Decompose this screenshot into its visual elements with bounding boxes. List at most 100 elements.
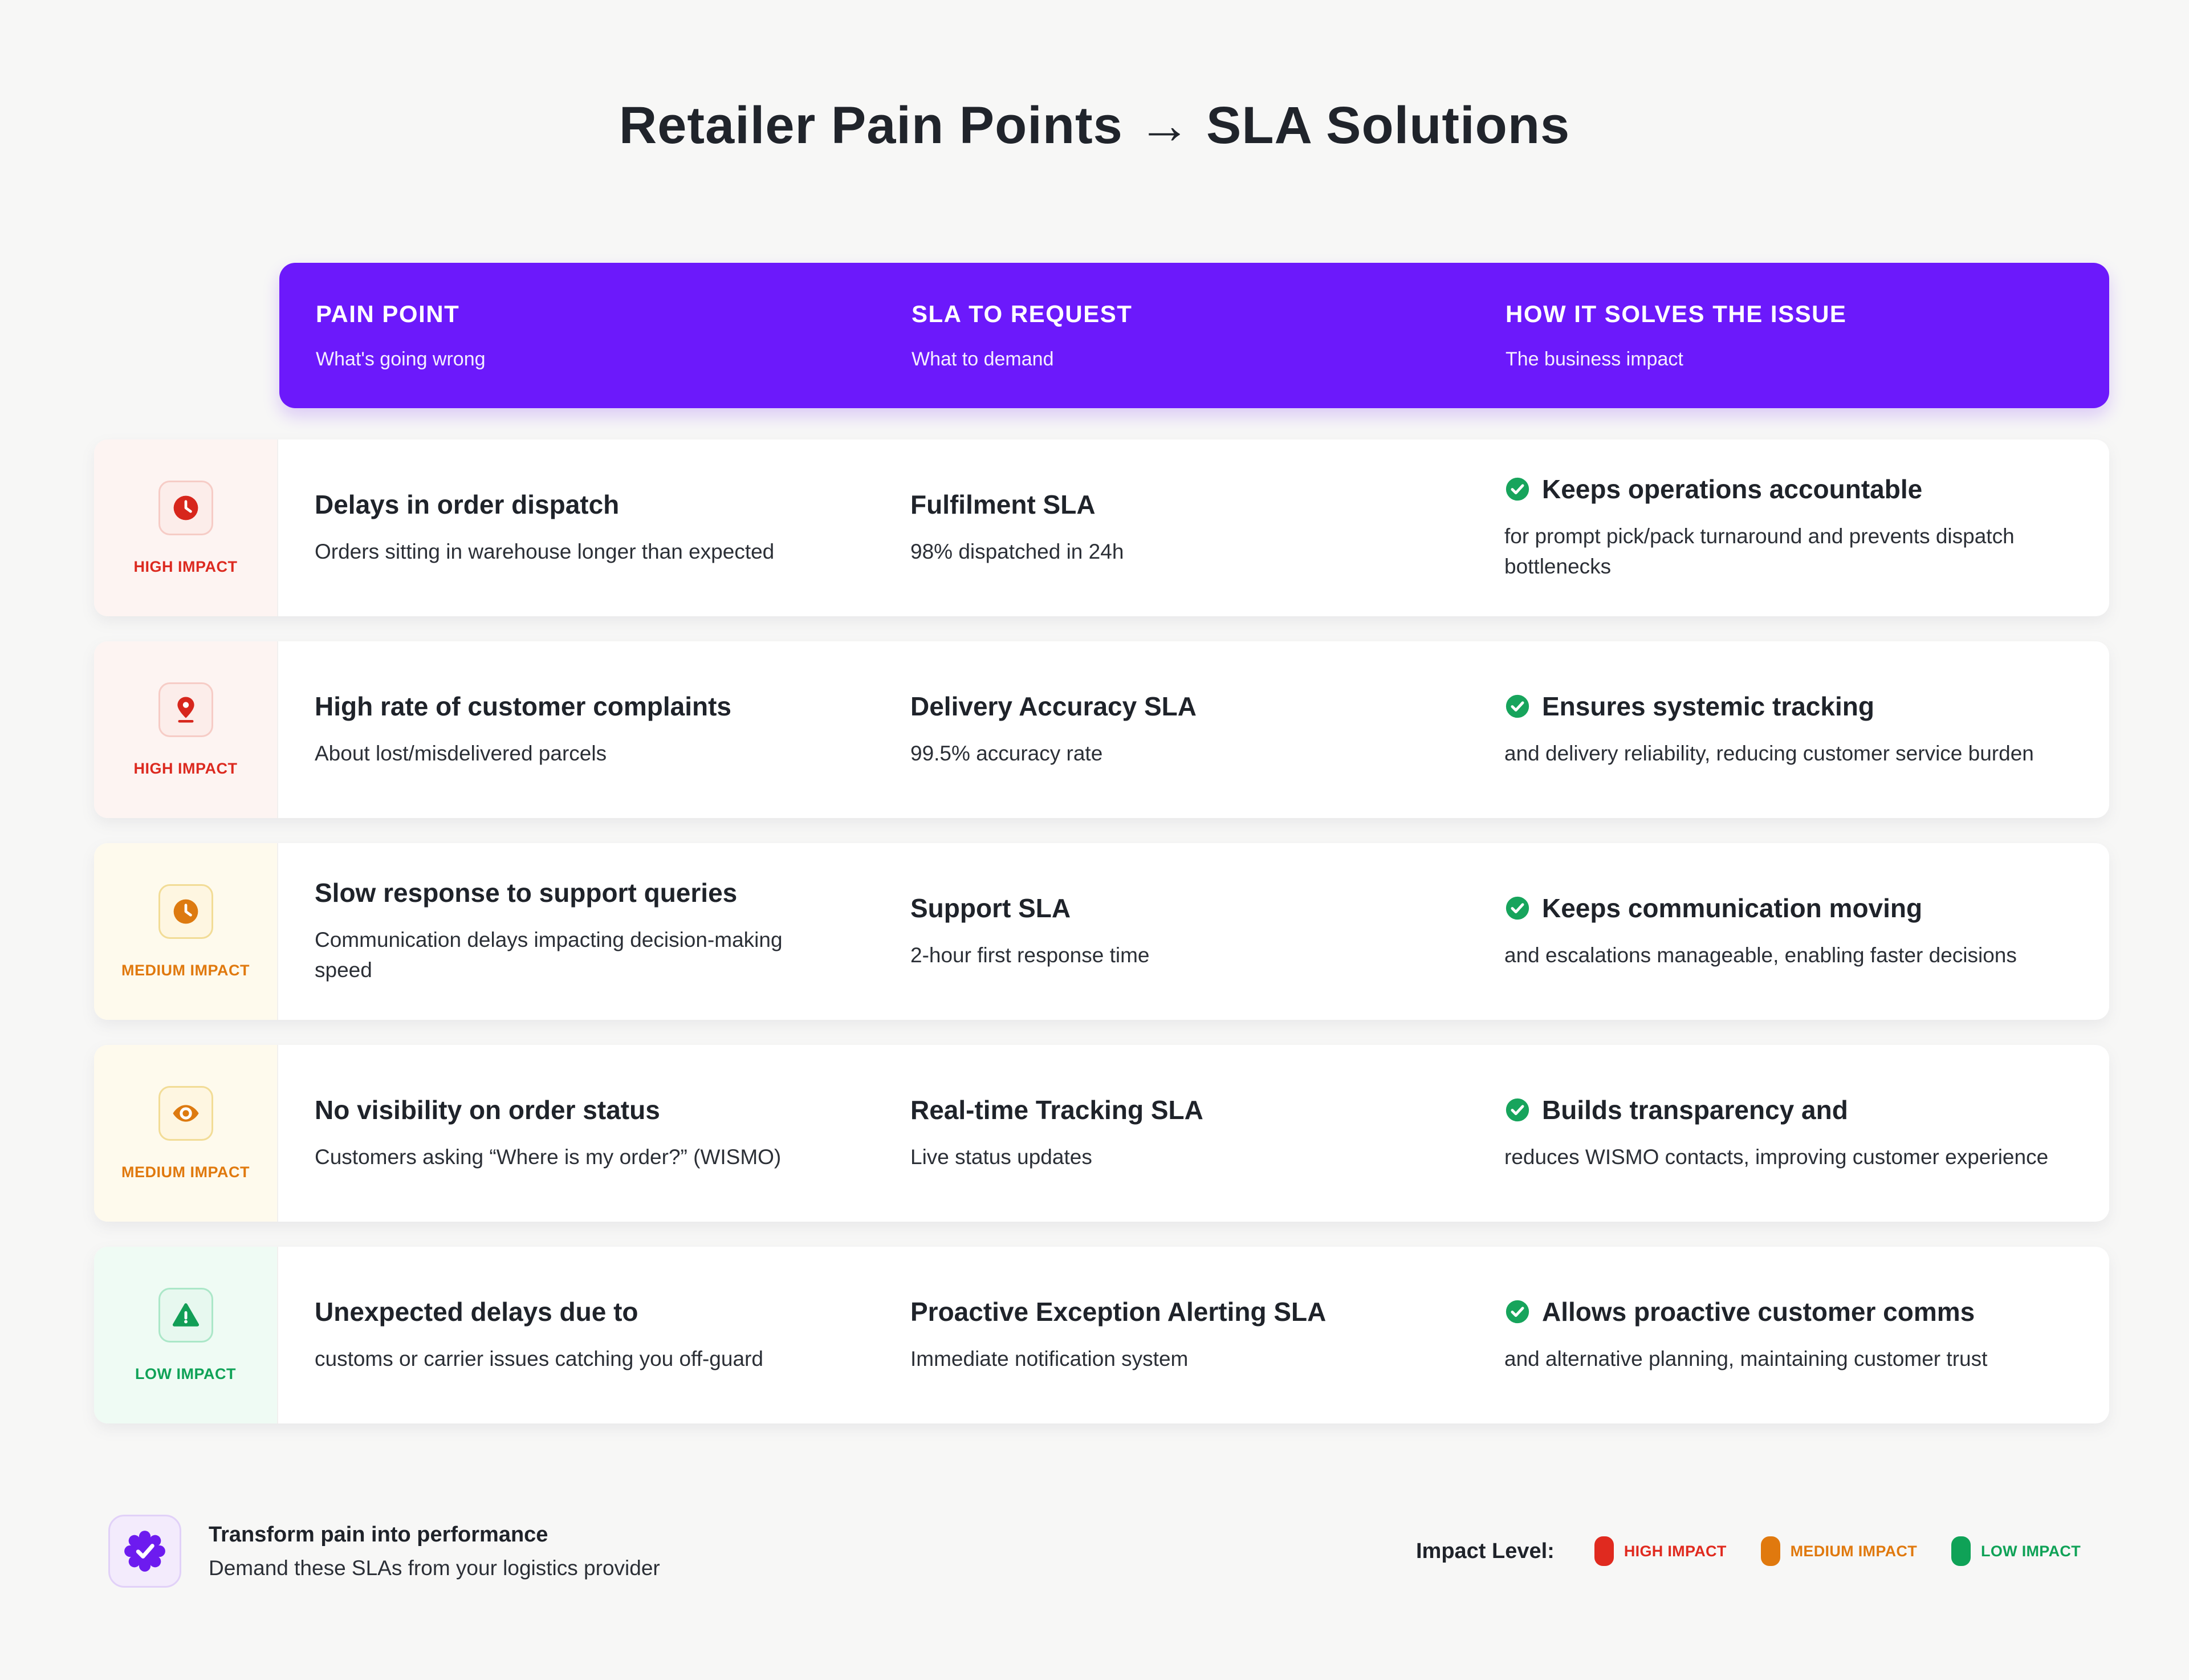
footer-callout: Transform pain into performance Demand t… bbox=[108, 1515, 660, 1588]
pain-title: Unexpected delays due to bbox=[315, 1296, 638, 1327]
solution-title: Allows proactive customer comms bbox=[1542, 1296, 1975, 1327]
clock-icon bbox=[170, 896, 201, 927]
pain-point-cell: No visibility on order status Customers … bbox=[278, 1045, 874, 1222]
page-title: Retailer Pain Points → SLA Solutions bbox=[619, 96, 1570, 154]
legend-item-label: LOW IMPACT bbox=[1981, 1542, 2081, 1560]
impact-label: HIGH IMPACT bbox=[133, 558, 238, 575]
legend-swatch-low bbox=[1951, 1536, 1971, 1566]
legend-item-label: HIGH IMPACT bbox=[1624, 1542, 1727, 1560]
solution-cell: Ensures systemic tracking and delivery r… bbox=[1468, 641, 2109, 818]
sla-title: Support SLA bbox=[910, 893, 1071, 923]
impact-legend: Impact Level: HIGH IMPACT MEDIUM IMPACT … bbox=[1416, 1536, 2081, 1566]
sla-desc: 98% dispatched in 24h bbox=[910, 539, 1124, 563]
sla-cell: Delivery Accuracy SLA 99.5% accuracy rat… bbox=[874, 641, 1468, 818]
solution-cell: Keeps operations accountable for prompt … bbox=[1468, 440, 2109, 616]
pain-point-cell: Delays in order dispatch Orders sitting … bbox=[278, 440, 874, 616]
pain-desc: Communication delays impacting decision-… bbox=[315, 928, 783, 982]
sla-desc: Immediate notification system bbox=[910, 1347, 1189, 1370]
sla-desc: Live status updates bbox=[910, 1145, 1092, 1169]
check-circle-icon bbox=[1504, 895, 1531, 921]
footer-subtitle: Demand these SLAs from your logistics pr… bbox=[209, 1556, 660, 1580]
check-circle-icon bbox=[1504, 1097, 1531, 1123]
legend-item-high: HIGH IMPACT bbox=[1594, 1536, 1727, 1566]
impact-badge: LOW IMPACT bbox=[94, 1247, 278, 1423]
sla-cell: Fulfilment SLA 98% dispatched in 24h bbox=[874, 440, 1468, 616]
solution-desc: for prompt pick/pack turnaround and prev… bbox=[1504, 524, 2015, 578]
solution-desc: and delivery reliability, reducing custo… bbox=[1504, 741, 2034, 765]
check-circle-icon bbox=[1504, 693, 1531, 719]
solution-cell: Builds transparency and reduces WISMO co… bbox=[1468, 1045, 2109, 1222]
pain-desc: Orders sitting in warehouse longer than … bbox=[315, 539, 775, 563]
row-content: Delays in order dispatch Orders sitting … bbox=[278, 440, 2109, 616]
sla-title: Real-time Tracking SLA bbox=[910, 1095, 1203, 1125]
header-col-subtitle: The business impact bbox=[1506, 348, 1683, 370]
sla-title: Fulfilment SLA bbox=[910, 489, 1096, 519]
legend-item-medium: MEDIUM IMPACT bbox=[1760, 1536, 1918, 1566]
pain-title: High rate of customer complaints bbox=[315, 691, 732, 721]
header-col-title: PAIN POINT bbox=[316, 300, 460, 327]
impact-badge: HIGH IMPACT bbox=[94, 641, 278, 818]
footer-title: Transform pain into performance bbox=[209, 1522, 548, 1547]
pain-desc: About lost/misdelivered parcels bbox=[315, 741, 607, 765]
legend-item-label: MEDIUM IMPACT bbox=[1790, 1542, 1918, 1560]
rows-container: HIGH IMPACT Delays in order dispatch Ord… bbox=[94, 440, 2109, 1423]
header-col-pain-point: PAIN POINT What's going wrong bbox=[279, 300, 875, 371]
table-row: HIGH IMPACT High rate of customer compla… bbox=[94, 641, 2109, 818]
pain-title: Slow response to support queries bbox=[315, 878, 738, 908]
solution-cell: Keeps communication moving and escalatio… bbox=[1468, 843, 2109, 1020]
legend-swatch-medium bbox=[1760, 1536, 1780, 1566]
header-col-subtitle: What's going wrong bbox=[316, 348, 486, 370]
impact-icon-box bbox=[158, 480, 213, 535]
impact-icon-box bbox=[158, 1287, 213, 1343]
impact-icon-box bbox=[158, 682, 213, 737]
header-col-subtitle: What to demand bbox=[912, 348, 1054, 370]
table-row: HIGH IMPACT Delays in order dispatch Ord… bbox=[94, 440, 2109, 616]
impact-icon-box bbox=[158, 884, 213, 939]
eye-icon bbox=[170, 1098, 201, 1129]
warning-triangle-icon bbox=[170, 1300, 201, 1331]
check-circle-icon bbox=[1504, 1299, 1531, 1325]
table-row: MEDIUM IMPACT No visibility on order sta… bbox=[94, 1045, 2109, 1222]
solution-title: Keeps communication moving bbox=[1542, 893, 1923, 923]
solution-cell: Allows proactive customer comms and alte… bbox=[1468, 1247, 2109, 1423]
impact-label: MEDIUM IMPACT bbox=[121, 1163, 250, 1181]
solution-desc: and escalations manageable, enabling fas… bbox=[1504, 943, 2017, 967]
impact-label: LOW IMPACT bbox=[135, 1365, 236, 1382]
check-circle-icon bbox=[1504, 476, 1531, 502]
sla-title: Proactive Exception Alerting SLA bbox=[910, 1296, 1327, 1327]
table-header: PAIN POINT What's going wrong SLA TO REQ… bbox=[279, 263, 2109, 408]
pain-point-cell: Slow response to support queries Communi… bbox=[278, 843, 874, 1020]
header-col-sla-to-request: SLA TO REQUEST What to demand bbox=[875, 300, 1469, 371]
pain-title: Delays in order dispatch bbox=[315, 489, 620, 519]
impact-icon-box bbox=[158, 1085, 213, 1141]
sla-cell: Real-time Tracking SLA Live status updat… bbox=[874, 1045, 1468, 1222]
row-content: High rate of customer complaints About l… bbox=[278, 641, 2109, 818]
sla-title: Delivery Accuracy SLA bbox=[910, 691, 1197, 721]
clock-icon bbox=[170, 493, 201, 523]
table-row: LOW IMPACT Unexpected delays due to cust… bbox=[94, 1247, 2109, 1423]
header-col-title: HOW IT SOLVES THE ISSUE bbox=[1506, 300, 1847, 327]
impact-label: HIGH IMPACT bbox=[133, 759, 238, 777]
row-content: No visibility on order status Customers … bbox=[278, 1045, 2109, 1222]
solution-title: Ensures systemic tracking bbox=[1542, 691, 1874, 721]
table-row: MEDIUM IMPACT Slow response to support q… bbox=[94, 843, 2109, 1020]
pain-point-cell: High rate of customer complaints About l… bbox=[278, 641, 874, 818]
sla-desc: 2-hour first response time bbox=[910, 943, 1150, 967]
legend-item-low: LOW IMPACT bbox=[1951, 1536, 2081, 1566]
header-col-how-it-solves: HOW IT SOLVES THE ISSUE The business imp… bbox=[1469, 300, 2109, 371]
sla-desc: 99.5% accuracy rate bbox=[910, 741, 1103, 765]
seal-check-icon bbox=[123, 1529, 167, 1573]
map-pin-icon bbox=[170, 694, 201, 725]
pain-desc: customs or carrier issues catching you o… bbox=[315, 1347, 763, 1370]
sla-cell: Support SLA 2-hour first response time bbox=[874, 843, 1468, 1020]
legend-swatch-high bbox=[1594, 1536, 1614, 1566]
impact-label: MEDIUM IMPACT bbox=[121, 961, 250, 979]
pain-title: No visibility on order status bbox=[315, 1095, 660, 1125]
solution-desc: reduces WISMO contacts, improving custom… bbox=[1504, 1145, 2049, 1169]
footer-text: Transform pain into performance Demand t… bbox=[209, 1523, 660, 1580]
pain-desc: Customers asking “Where is my order?” (W… bbox=[315, 1145, 782, 1169]
footer: Transform pain into performance Demand t… bbox=[108, 1515, 2081, 1588]
header-col-title: SLA TO REQUEST bbox=[912, 300, 1133, 327]
row-content: Unexpected delays due to customs or carr… bbox=[278, 1247, 2109, 1423]
row-content: Slow response to support queries Communi… bbox=[278, 843, 2109, 1020]
